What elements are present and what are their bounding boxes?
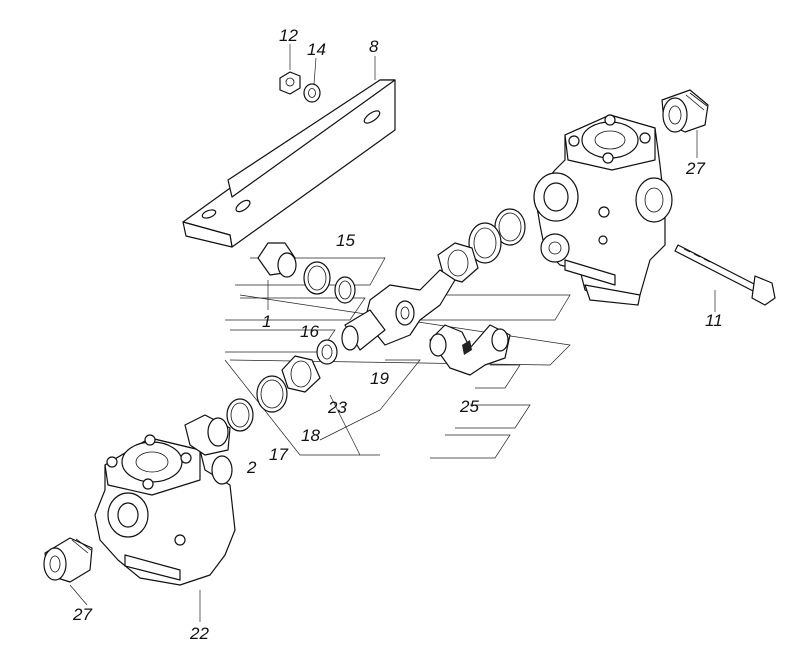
callout-15: 15 bbox=[336, 231, 355, 250]
valve-upper bbox=[533, 114, 673, 306]
callout-25: 25 bbox=[460, 397, 479, 416]
ring-17 bbox=[256, 375, 288, 413]
callout-1: 1 bbox=[262, 312, 272, 331]
callout-22: 22 bbox=[190, 624, 209, 643]
callout-27-lower: 27 bbox=[73, 605, 92, 624]
callout-16: 16 bbox=[300, 322, 319, 341]
mounting-bracket bbox=[182, 79, 396, 248]
washer-15a bbox=[303, 261, 331, 295]
callout-2: 2 bbox=[247, 458, 257, 477]
seal-rings-upper bbox=[468, 208, 526, 264]
callout-8: 8 bbox=[369, 37, 379, 56]
callout-27-upper: 27 bbox=[686, 159, 705, 178]
callout-17: 17 bbox=[269, 445, 288, 464]
callout-23: 23 bbox=[328, 398, 347, 417]
callout-19: 19 bbox=[370, 369, 389, 388]
plug-27-lower bbox=[43, 537, 93, 583]
elbow-25 bbox=[429, 324, 511, 376]
connector-19 bbox=[341, 269, 456, 351]
valve-lower bbox=[94, 414, 236, 586]
leader-lines bbox=[69, 44, 716, 622]
callout-11: 11 bbox=[705, 311, 723, 330]
callout-18: 18 bbox=[301, 426, 320, 445]
plug-27-upper bbox=[661, 89, 709, 133]
bolt-11 bbox=[674, 244, 776, 306]
washer-15b bbox=[334, 276, 356, 304]
callout-12: 12 bbox=[279, 26, 298, 45]
washer-16 bbox=[316, 339, 338, 365]
callout-14: 14 bbox=[307, 40, 326, 59]
nut-23 bbox=[281, 355, 321, 393]
washer-14 bbox=[303, 83, 321, 103]
nut-12 bbox=[279, 71, 301, 95]
ring-2 bbox=[226, 398, 254, 432]
fitting-1 bbox=[257, 242, 297, 278]
